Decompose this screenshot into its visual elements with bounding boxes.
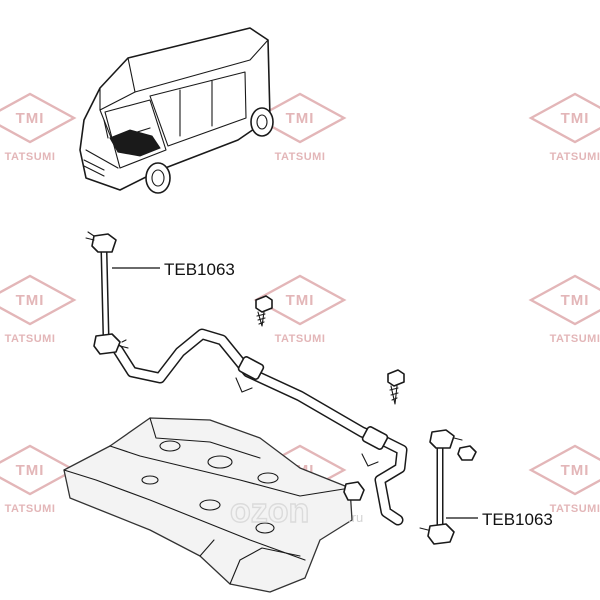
watermark-diamond [0, 274, 77, 326]
stabilizer-bushing-right [361, 426, 389, 467]
watermark-company: TATSUMI [550, 151, 600, 163]
watermark-company: TATSUMI [275, 151, 326, 163]
watermark-brand: TMI [561, 110, 590, 127]
van-illustration [79, 27, 274, 194]
watermark-company: TATSUMI [5, 333, 56, 345]
watermark-tile: TMI TATSUMI [0, 444, 77, 515]
watermark-brand: TMI [16, 110, 45, 127]
mounting-bolt-left [255, 295, 273, 327]
watermark-tile: TMI TATSUMI [0, 92, 77, 163]
callout-upper-label: TEB1063 [164, 260, 235, 279]
watermark-diamond [528, 92, 600, 144]
watermark-brand: TMI [16, 292, 45, 309]
stabilizer-link-lower [419, 429, 477, 545]
watermark-diamond [528, 274, 600, 326]
watermark-brand: TMI [16, 462, 45, 479]
watermark-tile: TMI TATSUMI [528, 444, 600, 515]
callout-lower-label: TEB1063 [482, 510, 553, 529]
watermark-brand: TMI [561, 462, 590, 479]
stabilizer-link-upper [85, 231, 129, 355]
subframe-crossmember [63, 417, 353, 593]
watermark-tile: TMI TATSUMI [253, 274, 347, 345]
bar-nut [343, 481, 365, 501]
ozon-tld: .ru [348, 510, 363, 525]
ozon-logo: ozon [230, 492, 309, 530]
mounting-bolt-right [387, 369, 405, 405]
watermark-tile: TMI TATSUMI [528, 274, 600, 345]
callout-upper: TEB1063 [112, 260, 235, 279]
watermark-layer: TMI TATSUMI TMI TATSUMI TMI TATSUMI TMI TATSUMI… [0, 92, 600, 515]
watermark-brand: TMI [286, 110, 315, 127]
watermark-brand: TMI [561, 292, 590, 309]
watermark-company: TATSUMI [275, 333, 326, 345]
callout-lower: TEB1063 [446, 510, 553, 529]
ozon-watermark: ozon .ru [229, 491, 363, 530]
watermark-brand: TMI [286, 292, 315, 309]
watermark-tile: TMI TATSUMI [528, 92, 600, 163]
watermark-tile: TMI TATSUMI [253, 92, 347, 163]
watermark-company: TATSUMI [550, 333, 600, 345]
watermark-diamond [253, 92, 347, 144]
watermark-diamond [528, 444, 600, 496]
watermark-diamond [253, 274, 347, 326]
watermark-tile: TMI TATSUMI [0, 274, 77, 345]
stabilizer-bushing-left [235, 356, 265, 393]
watermark-company: TATSUMI [550, 503, 600, 515]
watermark-diamond [0, 92, 77, 144]
watermark-company: TATSUMI [5, 503, 56, 515]
watermark-company: TATSUMI [5, 151, 56, 163]
stabilizer-bar [112, 328, 408, 526]
